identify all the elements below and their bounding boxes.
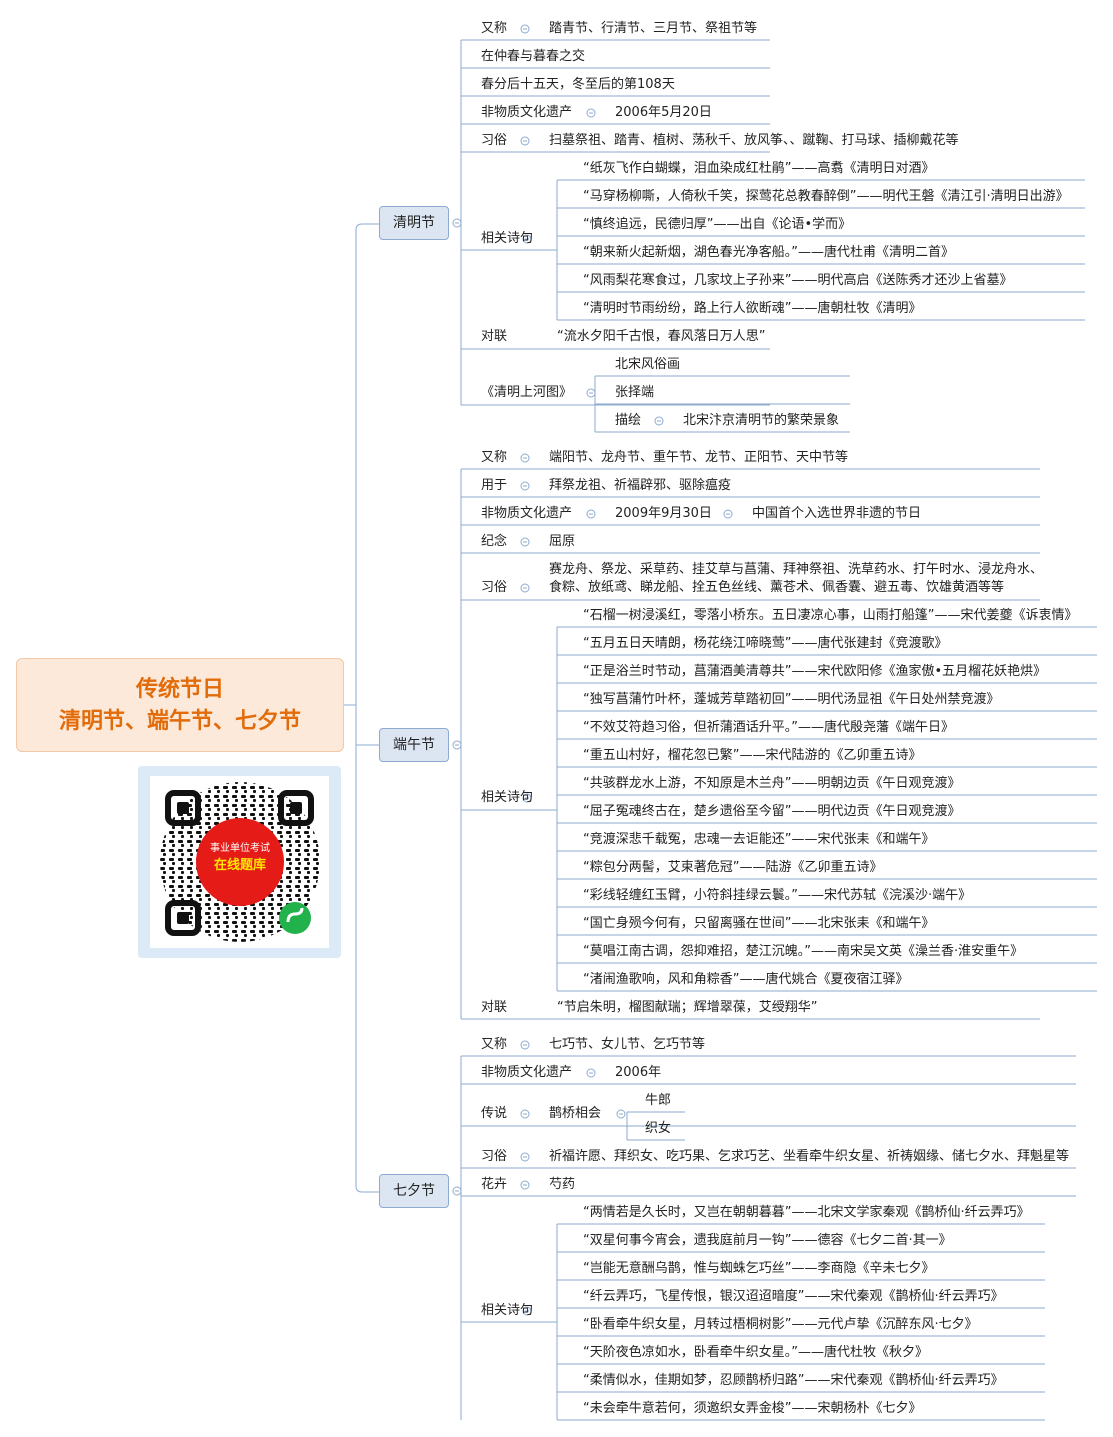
dw-customs-line1: 赛龙舟、祭龙、采草药、挂艾草与菖蒲、拜神祭祖、洗草药水、打午时水、浸龙舟水、 xyxy=(549,562,1044,577)
dw-poems-label: 相关诗句 xyxy=(481,790,534,805)
qm-also-value: 踏青节、行清节、三月节、祭祖节等 xyxy=(549,21,758,36)
dw-couplet-value: “节启朱明，榴图献瑞；辉增翠葆，艾绶翔华” xyxy=(557,1000,818,1015)
qm-couplet-label: 对联 xyxy=(481,329,508,344)
qm-time-2: 春分后十五天，冬至后的第108天 xyxy=(481,77,675,92)
qx-poem: “卧看牵牛织女星，月转过梧桐树影”——元代卢挚《沉醉东风·七夕》 xyxy=(583,1317,978,1332)
qr-label-exam: 事业单位考试 xyxy=(210,843,270,854)
dw-commemorate-label: 纪念 xyxy=(481,534,508,549)
dw-customs-label: 习俗 xyxy=(481,580,508,595)
dw-poem: “石榴一树浸溪红，零落小桥东。五日凄凉心事，山雨打船篷”——宋代姜夔《诉衷情》 xyxy=(583,608,1078,623)
dw-poem: “独写菖蒲竹叶杯，蓬城芳草踏初回”——明代汤显祖《午日处州禁竞渡》 xyxy=(583,692,1000,707)
qm-depict-value: 北宋汴京清明节的繁荣景象 xyxy=(683,413,840,428)
dw-poem: “正是浴兰时节动，菖蒲酒美清尊共”——宋代欧阳修《渔家傲•五月榴花妖艳烘》 xyxy=(583,664,1047,679)
festival-duanwu[interactable]: 端午节 xyxy=(379,728,449,762)
qm-poems-label: 相关诗句 xyxy=(481,231,534,246)
dw-commemorate-value: 屈原 xyxy=(549,534,576,549)
qx-flower-label: 花卉 xyxy=(481,1177,508,1192)
dw-also-value: 端阳节、龙舟节、重午节、龙节、正阳节、天中节等 xyxy=(549,450,849,465)
qr-label-bank: 在线题库 xyxy=(213,858,266,873)
festival-qixi[interactable]: 七夕节 xyxy=(379,1174,449,1208)
qx-poem: “岂能无意酬乌鹊，惟与蜘蛛乞巧丝”——李商隐《辛未七夕》 xyxy=(583,1261,935,1276)
dw-poem: “共骇群龙水上游，不知原是木兰舟”——明朝边贡《午日观竞渡》 xyxy=(583,776,961,791)
qm-depict-label: 描绘 xyxy=(615,413,642,428)
dw-poem: “彩线轻缠红玉臂，小符斜挂绿云鬟。”——宋代苏轼《浣溪沙·端午》 xyxy=(583,888,972,903)
root-title: 传统节日 xyxy=(135,677,224,702)
qx-customs-value: 祈福许愿、拜织女、吃巧果、乞求巧艺、坐看牵牛织女星、祈祷姻缘、储七夕水、拜魁星等 xyxy=(549,1149,1070,1164)
qr-code: 事业单位考试 在线题库 xyxy=(150,776,329,948)
qm-poem: “朝来新火起新烟，湖色春光净客船。”——唐代杜甫《清明二首》 xyxy=(583,245,954,260)
dw-couplet-label: 对联 xyxy=(481,1000,508,1015)
qm-painting-item: 张择端 xyxy=(615,385,655,400)
qx-legend-item: 牛郎 xyxy=(645,1093,672,1108)
qm-heritage-date: 2006年5月20日 xyxy=(615,105,712,120)
dw-poem: “竞渡深悲千载冤，忠魂一去讵能还”——宋代张耒《和端午》 xyxy=(583,832,935,847)
qx-legend-item: 织女 xyxy=(645,1121,672,1136)
qx-poem: “纤云弄巧，飞星传恨，银汉迢迢暗度”——宋代秦观《鹊桥仙·纤云弄巧》 xyxy=(583,1289,1004,1304)
qx-legend-label: 传说 xyxy=(481,1106,508,1121)
qx-poem: “双星何事今宵会，遗我庭前月一钩”——德容《七夕二首·其一》 xyxy=(583,1233,952,1248)
qm-poem: “慎终追远，民德归厚”——出自《论语•学而》 xyxy=(583,217,852,232)
qm-poem: “风雨梨花寒食过，几家坟上子孙来”——明代高启《送陈秀才还沙上省墓》 xyxy=(583,273,1013,288)
qx-poem: “柔情似水，佳期如梦，忍顾鹊桥归路”——宋代秦观《鹊桥仙·纤云弄巧》 xyxy=(583,1373,1004,1388)
qm-couplet-value: “流水夕阳千古恨，春风落日万人思” xyxy=(557,329,766,344)
qx-heritage-date: 2006年 xyxy=(615,1065,662,1080)
dw-poem: “粽包分两髻，艾束著危冠”——陆游《乙卯重五诗》 xyxy=(583,860,883,875)
root-topic[interactable]: 传统节日 清明节、端午节、七夕节 xyxy=(16,658,344,752)
dw-customs-line2: 食粽、放纸鸢、睇龙船、拴五色丝线、薰苍术、佩香囊、避五毒、饮雄黄酒等等 xyxy=(549,580,1005,595)
qm-time-1: 在仲春与暮春之交 xyxy=(481,49,586,64)
dw-poem: “渚闹渔歌响，风和角粽香”——唐代姚合《夏夜宿江驿》 xyxy=(583,972,909,987)
dw-used-label: 用于 xyxy=(481,478,508,493)
dw-poem: “屈子冤魂终古在，楚乡遗俗至今留”——明代边贡《午日观竞渡》 xyxy=(583,804,961,819)
qm-customs-value: 扫墓祭祖、踏青、植树、荡秋千、放风筝、、蹴鞠、打马球、插柳戴花等 xyxy=(549,133,959,148)
qx-customs-label: 习俗 xyxy=(481,1149,508,1164)
dw-heritage-date: 2009年9月30日 xyxy=(615,506,712,521)
dw-poem: “莫唱江南古调，怨抑难招，楚江沉魄。”——南宋吴文英《澡兰香·淮安重午》 xyxy=(583,944,1024,959)
qr-code-image xyxy=(160,782,320,942)
qx-heritage-label: 非物质文化遗产 xyxy=(481,1065,573,1080)
festival-qingming[interactable]: 清明节 xyxy=(379,206,449,240)
qm-painting-label: 《清明上河图》 xyxy=(481,385,573,400)
dw-also-label: 又称 xyxy=(481,450,508,465)
qx-poem: “未会牵牛意若何，须邀织女弄金梭”——宋朝杨朴《七夕》 xyxy=(583,1401,922,1416)
qm-also-label: 又称 xyxy=(481,21,508,36)
qx-poem: “两情若是久长时，又岂在朝朝暮暮”——北宋文学家秦观《鹊桥仙·纤云弄巧》 xyxy=(583,1205,1030,1220)
qx-also-label: 又称 xyxy=(481,1037,508,1052)
qm-poem: “马穿杨柳嘶，人倚秋千笑，探莺花总教春醉倒”——明代王磐《清江引·清明日出游》 xyxy=(583,189,1069,204)
dw-heritage-label: 非物质文化遗产 xyxy=(481,506,573,521)
qm-heritage-label: 非物质文化遗产 xyxy=(481,105,573,120)
qm-poem: “清明时节雨纷纷，路上行人欲断魂”——唐朝杜牧《清明》 xyxy=(583,301,922,316)
dw-poem: “国亡身殒今何有，只留离骚在世间”——北宋张耒《和端午》 xyxy=(583,916,935,931)
qr-code-frame: 事业单位考试 在线题库 xyxy=(138,766,341,958)
qm-painting-item: 北宋风俗画 xyxy=(615,357,681,372)
qx-legend-value: 鹊桥相会 xyxy=(549,1106,602,1121)
qx-flower-value: 芍药 xyxy=(549,1177,576,1192)
root-subtitle: 清明节、端午节、七夕节 xyxy=(58,709,301,734)
qm-customs-label: 习俗 xyxy=(481,133,508,148)
qx-poems-label: 相关诗句 xyxy=(481,1303,534,1318)
dw-poem: “不效艾符趋习俗，但祈蒲酒话升平。”——唐代殷尧藩《端午日》 xyxy=(583,720,954,735)
qx-poem: “天阶夜色凉如水，卧看牵牛织女星。”——唐代杜牧《秋夕》 xyxy=(583,1345,928,1360)
qx-also-value: 七巧节、女儿节、乞巧节等 xyxy=(549,1037,706,1052)
dw-heritage-note: 中国首个入选世界非遗的节日 xyxy=(752,506,922,521)
qm-poem: “纸灰飞作白蝴蝶，泪血染成红杜鹃”——高翥《清明日对酒》 xyxy=(583,161,935,176)
dw-poem: “五月五日天晴朗，杨花绕江啼晓莺”——唐代张建封《竞渡歌》 xyxy=(583,636,948,651)
dw-poem: “重五山村好，榴花忽已繁”——宋代陆游的《乙卯重五诗》 xyxy=(583,748,922,763)
dw-used-value: 拜祭龙祖、祈福辟邪、驱除瘟疫 xyxy=(549,478,732,493)
